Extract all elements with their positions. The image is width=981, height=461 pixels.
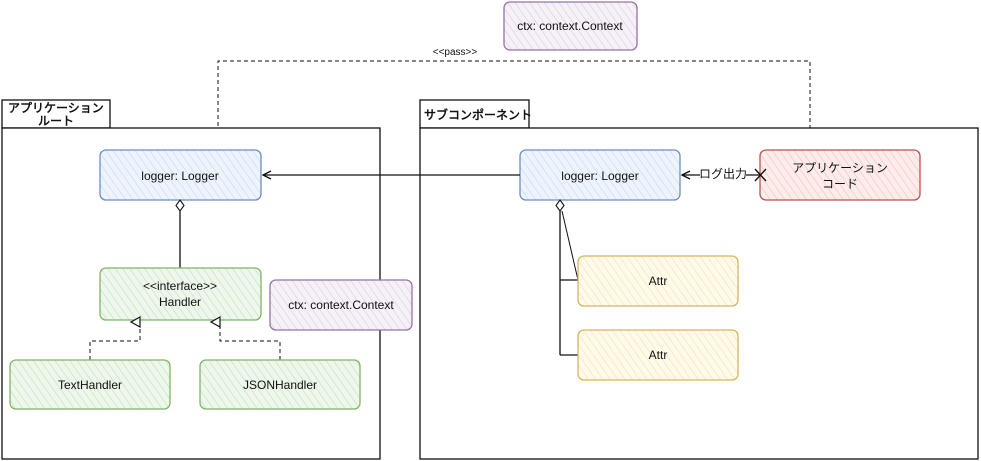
sub-logger-label: logger: Logger xyxy=(561,169,638,183)
sub-logger-node[interactable]: logger: Logger xyxy=(519,149,681,201)
attr-node-2[interactable]: Attr xyxy=(577,329,739,381)
texthandler-label: TextHandler xyxy=(58,378,122,392)
sub-component-title: サブコンポーネント xyxy=(424,107,532,122)
pass-label: <<pass>> xyxy=(433,47,478,58)
jsonhandler-node[interactable]: JSONHandler xyxy=(199,359,361,410)
handler-stereotype: <<interface>> xyxy=(143,279,217,293)
app-root-title-line1: アプリケーション xyxy=(8,100,104,115)
root-context-node[interactable]: ctx: context.Context xyxy=(269,279,413,331)
app-code-label-line2: コード xyxy=(822,177,858,191)
context-top-node[interactable]: ctx: context.Context xyxy=(503,1,638,51)
app-code-node[interactable]: アプリケーション コード xyxy=(759,149,921,201)
log-output-arrow[interactable]: ログ出力 xyxy=(682,167,767,182)
attr-node-1[interactable]: Attr xyxy=(577,255,739,307)
logger-attr-aggregation[interactable] xyxy=(555,199,579,356)
attr-label-1: Attr xyxy=(649,274,668,288)
handler-interface-node[interactable]: <<interface>> Handler xyxy=(99,267,262,321)
root-logger-node[interactable]: logger: Logger xyxy=(99,149,262,201)
app-root-title-line2: ルート xyxy=(38,114,74,128)
log-output-label: ログ出力 xyxy=(699,167,747,181)
app-code-label-line1: アプリケーション xyxy=(792,161,888,175)
attr-label-2: Attr xyxy=(649,348,668,362)
root-context-label: ctx: context.Context xyxy=(288,298,394,312)
logger-handler-aggregation[interactable] xyxy=(175,199,185,268)
context-top-label: ctx: context.Context xyxy=(517,19,623,33)
texthandler-node[interactable]: TextHandler xyxy=(9,359,171,410)
handler-name: Handler xyxy=(159,295,201,309)
root-logger-label: logger: Logger xyxy=(141,169,218,183)
jsonhandler-label: JSONHandler xyxy=(243,378,317,392)
jsonhandler-realization[interactable] xyxy=(220,322,281,360)
texthandler-realization[interactable] xyxy=(89,322,140,360)
